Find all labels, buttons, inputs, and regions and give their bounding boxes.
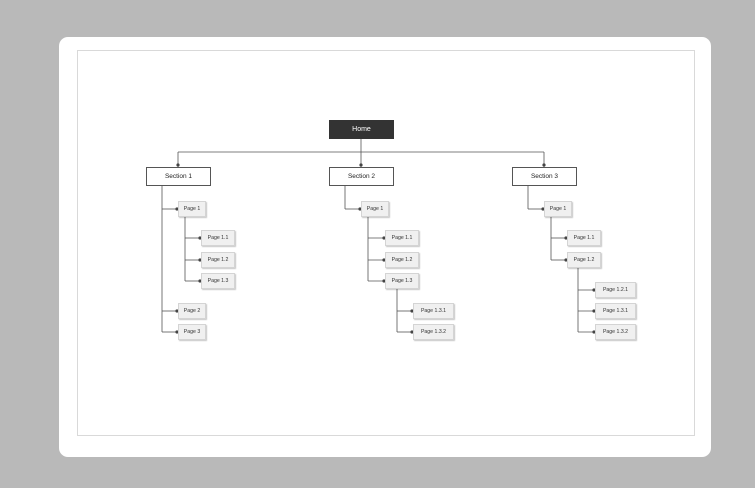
node-s2-page-1-3-2[interactable]: Page 1.3.2 xyxy=(413,324,454,340)
node-s1-page-1-3[interactable]: Page 1.3 xyxy=(201,273,235,289)
node-s3-page-1[interactable]: Page 1 xyxy=(544,201,572,217)
node-s1-page-3[interactable]: Page 3 xyxy=(178,324,206,340)
node-section-3[interactable]: Section 3 xyxy=(512,167,577,186)
node-s2-page-1[interactable]: Page 1 xyxy=(361,201,389,217)
node-section-1[interactable]: Section 1 xyxy=(146,167,211,186)
node-s2-page-1-1[interactable]: Page 1.1 xyxy=(385,230,419,246)
node-s1-page-1[interactable]: Page 1 xyxy=(178,201,206,217)
node-s1-page-2[interactable]: Page 2 xyxy=(178,303,206,319)
node-s3-page-1-1[interactable]: Page 1.1 xyxy=(567,230,601,246)
node-s3-page-1-3-1[interactable]: Page 1.3.1 xyxy=(595,303,636,319)
node-home[interactable]: Home xyxy=(329,120,394,139)
node-s3-page-1-3-2[interactable]: Page 1.3.2 xyxy=(595,324,636,340)
node-s1-page-1-2[interactable]: Page 1.2 xyxy=(201,252,235,268)
node-section-2[interactable]: Section 2 xyxy=(329,167,394,186)
node-s2-page-1-3[interactable]: Page 1.3 xyxy=(385,273,419,289)
node-s2-page-1-2[interactable]: Page 1.2 xyxy=(385,252,419,268)
node-s3-page-1-2[interactable]: Page 1.2 xyxy=(567,252,601,268)
node-s1-page-1-1[interactable]: Page 1.1 xyxy=(201,230,235,246)
node-s3-page-1-2-1[interactable]: Page 1.2.1 xyxy=(595,282,636,298)
node-s2-page-1-3-1[interactable]: Page 1.3.1 xyxy=(413,303,454,319)
